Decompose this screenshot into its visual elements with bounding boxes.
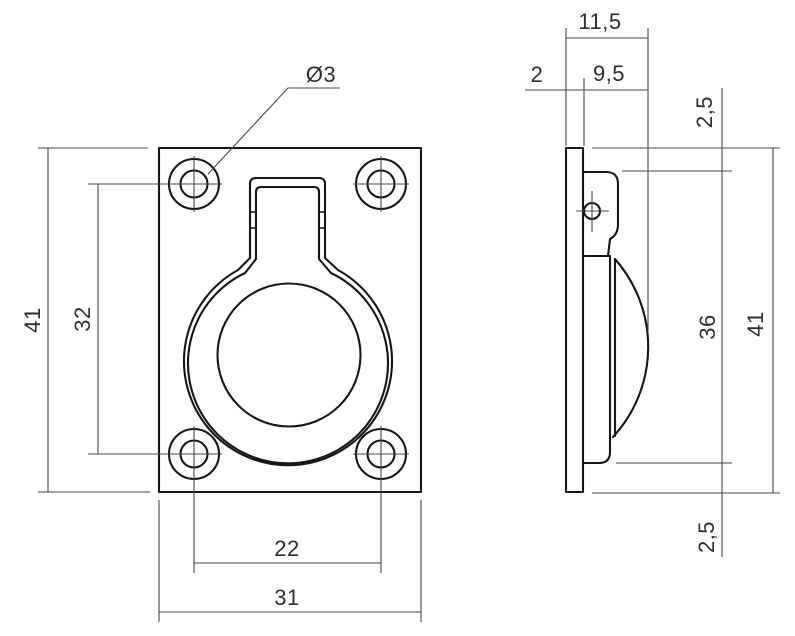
side-flange-plate [564,146,585,494]
dim-label-bottom-offset: 2,5 [694,521,719,553]
shackle-strap [254,185,321,261]
dim-label-body-depth: 9,5 [593,61,625,86]
pivot-slot-outer [248,176,327,260]
side-pivot-hole [576,191,609,232]
side-cup-housing [581,254,612,465]
side-view-dimensions: 11,5 2 9,5 2,5 36 2,5 41 [525,9,780,557]
dim-label-top-offset: 2,5 [692,96,717,128]
screw-hole-top-right [353,156,409,212]
ring-outer-edge [187,271,389,465]
dim-label-hole-spacing-horizontal: 22 [274,536,299,561]
ring-inner-edge [216,282,362,428]
front-view [157,146,423,494]
side-pivot-housing [581,170,620,258]
dim-label-hole-diameter: Ø3 [306,62,336,87]
front-view-dimensions: 41 32 22 31 Ø3 [20,62,422,622]
slot-flare [317,257,333,275]
screw-hole-top-left [166,156,222,212]
front-plate-outline [157,146,423,494]
recess-cup-edge [182,268,394,467]
leader-line-hole-diameter [207,87,340,175]
slot-flare [243,257,258,275]
side-view [564,146,650,494]
dim-label-hole-spacing-vertical: 32 [70,306,95,331]
dim-label-body-height: 36 [695,314,720,339]
dim-label-front-width: 31 [274,585,299,610]
dim-label-depth-total: 11,5 [578,9,621,34]
dim-label-front-height: 41 [20,307,45,332]
slot-flare [236,256,252,272]
dim-label-plate-thickness: 2 [531,62,544,87]
slot-flare [323,256,340,272]
dim-label-side-height: 41 [743,311,768,336]
side-ring-bulge [611,257,650,439]
